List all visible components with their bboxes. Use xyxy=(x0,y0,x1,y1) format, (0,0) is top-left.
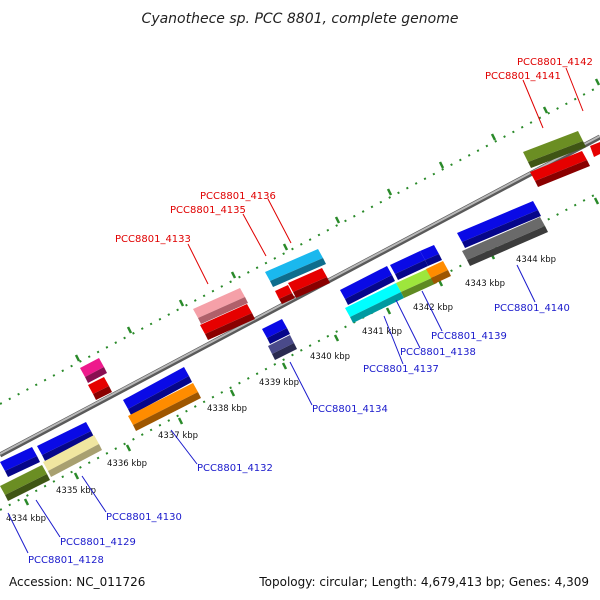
gene-block[interactable] xyxy=(0,465,50,501)
genome-title: Cyanothece sp. PCC 8801, complete genome xyxy=(142,11,459,27)
gene-block[interactable] xyxy=(193,288,248,324)
kbp-label: 4341 kbp xyxy=(362,327,402,337)
kbp-scale-labels: 4334 kbp 4335 kbp 4336 kbp 4337 kbp 4338… xyxy=(6,255,556,524)
kbp-label: 4344 kbp xyxy=(516,255,556,265)
gene-label-pcc8801-4129[interactable]: PCC8801_4129 xyxy=(60,537,136,548)
lane-tick-marks xyxy=(23,197,600,506)
gene-label-pcc8801-4136[interactable]: PCC8801_4136 xyxy=(200,191,276,202)
gene-block[interactable] xyxy=(340,266,395,305)
gene-block[interactable] xyxy=(288,268,330,298)
gene-label-pcc8801-4138[interactable]: PCC8801_4138 xyxy=(400,347,476,358)
reverse-gene-label-texts: PCC8801_4128 PCC8801_4129 PCC8801_4130 P… xyxy=(28,303,570,566)
gene-label-pcc8801-4137[interactable]: PCC8801_4137 xyxy=(363,364,439,375)
gene-block[interactable] xyxy=(37,422,94,461)
kbp-label: 4338 kbp xyxy=(207,404,247,414)
gene-block[interactable] xyxy=(43,435,102,477)
lane-tick-marks xyxy=(74,78,600,362)
reverse-gene-lane xyxy=(0,191,600,511)
accession-text: Accession: NC_011726 xyxy=(9,575,145,589)
gene-block[interactable] xyxy=(262,319,290,344)
gene-block[interactable] xyxy=(420,245,442,266)
gene-label-pcc8801-4133[interactable]: PCC8801_4133 xyxy=(115,234,191,245)
gene-block[interactable] xyxy=(426,261,451,284)
gene-label-pcc8801-4135[interactable]: PCC8801_4135 xyxy=(170,205,246,216)
topology-text: Topology: circular; Length: 4,679,413 bp… xyxy=(258,575,589,589)
gene-block[interactable] xyxy=(128,383,201,431)
kbp-label: 4342 kbp xyxy=(413,303,453,313)
reverse-gene-labels xyxy=(7,264,536,554)
kbp-label: 4343 kbp xyxy=(465,279,505,289)
gene-block[interactable] xyxy=(530,151,590,187)
kbp-label: 4340 kbp xyxy=(310,352,350,362)
gene-block[interactable] xyxy=(523,131,586,168)
gene-label-pcc8801-4130[interactable]: PCC8801_4130 xyxy=(106,512,182,523)
kbp-label: 4337 kbp xyxy=(158,431,198,441)
reverse-strand-genes xyxy=(0,201,548,501)
gene-block[interactable] xyxy=(123,367,192,415)
forward-gene-label-texts: PCC8801_4133 PCC8801_4135 PCC8801_4136 P… xyxy=(115,57,593,245)
forward-gene-labels xyxy=(187,67,584,285)
gene-block[interactable] xyxy=(457,201,541,248)
gene-block[interactable] xyxy=(590,142,600,157)
gene-block[interactable] xyxy=(0,447,40,477)
kbp-label: 4336 kbp xyxy=(107,459,147,469)
forward-strand-genes xyxy=(80,131,600,400)
gene-block[interactable] xyxy=(200,304,255,340)
gene-label-pcc8801-4142[interactable]: PCC8801_4142 xyxy=(517,57,593,68)
gene-block[interactable] xyxy=(80,358,107,383)
gene-label-pcc8801-4139[interactable]: PCC8801_4139 xyxy=(431,331,507,342)
gene-block[interactable] xyxy=(268,335,297,360)
gene-block[interactable] xyxy=(88,377,112,400)
gene-block[interactable] xyxy=(462,217,548,266)
gene-block[interactable] xyxy=(390,251,428,280)
gene-block[interactable] xyxy=(396,268,437,298)
gene-label-pcc8801-4132[interactable]: PCC8801_4132 xyxy=(197,463,273,474)
kbp-label: 4334 kbp xyxy=(6,514,46,524)
kbp-label: 4339 kbp xyxy=(259,378,299,388)
gene-label-pcc8801-4128[interactable]: PCC8801_4128 xyxy=(28,555,104,566)
gene-label-pcc8801-4140[interactable]: PCC8801_4140 xyxy=(494,303,570,314)
gene-block[interactable] xyxy=(265,249,326,287)
gene-block[interactable] xyxy=(345,283,404,323)
gene-label-pcc8801-4134[interactable]: PCC8801_4134 xyxy=(312,404,388,415)
gene-block[interactable] xyxy=(275,285,295,304)
kbp-label: 4335 kbp xyxy=(56,486,96,496)
forward-gene-lane xyxy=(0,78,600,405)
gene-label-pcc8801-4141[interactable]: PCC8801_4141 xyxy=(485,71,561,82)
